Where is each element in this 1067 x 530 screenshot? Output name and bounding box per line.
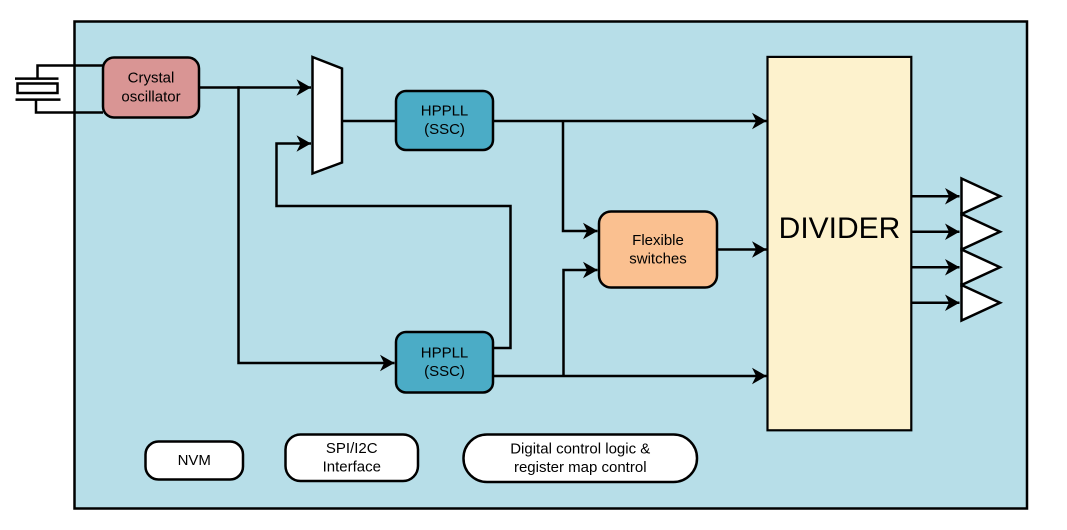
hppll-bottom-label-line1: HPPLL bbox=[421, 345, 469, 362]
mux-shape bbox=[311, 55, 344, 176]
hppll-top-box bbox=[394, 89, 495, 152]
crystal-icon bbox=[15, 64, 103, 114]
spi-i2c-interface-label-line2: Interface bbox=[323, 459, 381, 476]
nvm-block: NVM bbox=[144, 440, 245, 481]
divider-block: DIVIDER bbox=[766, 55, 913, 432]
flexible-switches-box bbox=[597, 210, 719, 289]
nvm-box bbox=[144, 440, 245, 481]
divider-label: DIVIDER bbox=[779, 212, 901, 245]
hppll-bottom-box bbox=[394, 330, 495, 394]
spi-i2c-interface-box bbox=[284, 433, 420, 483]
output-buffer-triangle-4 bbox=[960, 283, 1003, 323]
wire-oscillator-to-hppll-bottom bbox=[237, 86, 395, 372]
output-buffer-triangle-3 bbox=[960, 247, 1003, 287]
crystal-top-lead bbox=[36, 64, 103, 79]
digital-control-box bbox=[462, 433, 699, 484]
hppll-top-label-line1: HPPLL bbox=[421, 103, 469, 120]
spi-i2c-interface-label-line1: SPI/I2C bbox=[326, 440, 378, 457]
wire-hppll-bottom-feedback-to-mux bbox=[275, 135, 512, 350]
digital-control-label-line2: register map control bbox=[514, 459, 647, 476]
digital-control-label-line1: Digital control logic & bbox=[510, 441, 650, 458]
output-buffers bbox=[960, 176, 1003, 323]
output-buffer-triangle-2 bbox=[960, 212, 1003, 252]
crystal-bottom-lead bbox=[34, 99, 103, 114]
digital-control-block: Digital control logic & register map con… bbox=[462, 433, 699, 484]
hppll-bottom-label-line2: (SSC) bbox=[424, 363, 465, 380]
divider-box bbox=[766, 55, 913, 432]
crystal-oscillator-block: Crystal oscillator bbox=[101, 56, 201, 119]
flexible-switches-label-line1: Flexible bbox=[632, 232, 684, 249]
crystal-body bbox=[16, 82, 59, 95]
crystal-oscillator-label-line1: Crystal bbox=[128, 70, 175, 87]
spi-i2c-interface-block: SPI/I2C Interface bbox=[284, 433, 420, 483]
crystal-oscillator-label-line2: oscillator bbox=[121, 89, 180, 106]
flexible-switches-label-line2: switches bbox=[629, 250, 687, 267]
output-buffer-triangle-1 bbox=[960, 176, 1003, 216]
nvm-label: NVM bbox=[178, 452, 211, 469]
hppll-top-block: HPPLL (SSC) bbox=[394, 89, 495, 152]
crystal-oscillator-box bbox=[101, 56, 201, 119]
hppll-bottom-block: HPPLL (SSC) bbox=[394, 330, 495, 394]
flexible-switches-block: Flexible switches bbox=[597, 210, 719, 289]
wire-hppll-top-to-switches bbox=[561, 121, 598, 240]
hppll-top-label-line2: (SSC) bbox=[424, 121, 465, 138]
wire-hppll-bottom-to-switches bbox=[562, 261, 598, 376]
